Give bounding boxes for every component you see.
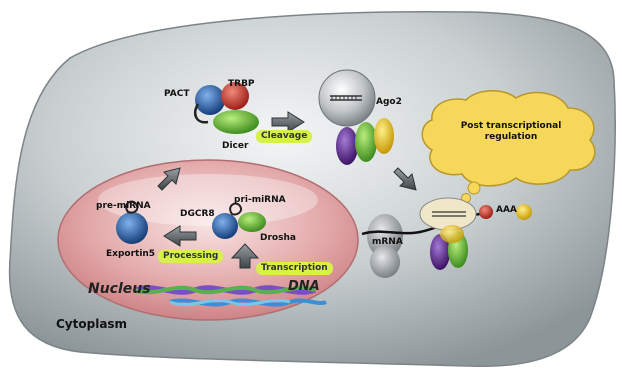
label-ago2: Ago2 <box>376 98 402 107</box>
label-trbp: TRBP <box>228 80 255 89</box>
cap-protein <box>479 205 493 219</box>
label-aaa: AAA <box>496 206 517 215</box>
risc-on-mrna <box>420 198 476 230</box>
drosha-protein <box>238 212 266 232</box>
label-pri-mirna: pri-miRNA <box>234 196 286 205</box>
label-drosha: Drosha <box>260 234 296 243</box>
label-processing: Processing <box>158 250 223 263</box>
label-cytoplasm: Cytoplasm <box>56 318 127 330</box>
label-cleavage: Cleavage <box>256 130 312 143</box>
label-dna: DNA <box>288 280 320 293</box>
label-dgcr8: DGCR8 <box>180 210 215 219</box>
ago2-protein <box>319 70 375 126</box>
dicer-protein <box>213 110 259 134</box>
label-pact: PACT <box>164 90 189 99</box>
exportin5-protein <box>116 212 148 244</box>
dgcr8-protein <box>212 213 238 239</box>
green-subunit <box>355 122 377 162</box>
label-mrna: mRNA <box>372 238 403 247</box>
yellow-subunit <box>374 118 394 154</box>
label-transcription: Transcription <box>256 262 333 275</box>
polya-protein <box>516 204 532 220</box>
label-pre-mirna: pre-miRNA <box>96 202 151 211</box>
label-exportin5: Exportin5 <box>106 250 155 259</box>
label-dicer: Dicer <box>222 142 248 151</box>
ribosome-small <box>370 246 400 278</box>
pact-protein <box>195 85 225 115</box>
label-post-transcriptional: Post transcriptional regulation <box>452 121 570 144</box>
purple-subunit <box>336 127 358 165</box>
label-nucleus: Nucleus <box>88 282 151 296</box>
